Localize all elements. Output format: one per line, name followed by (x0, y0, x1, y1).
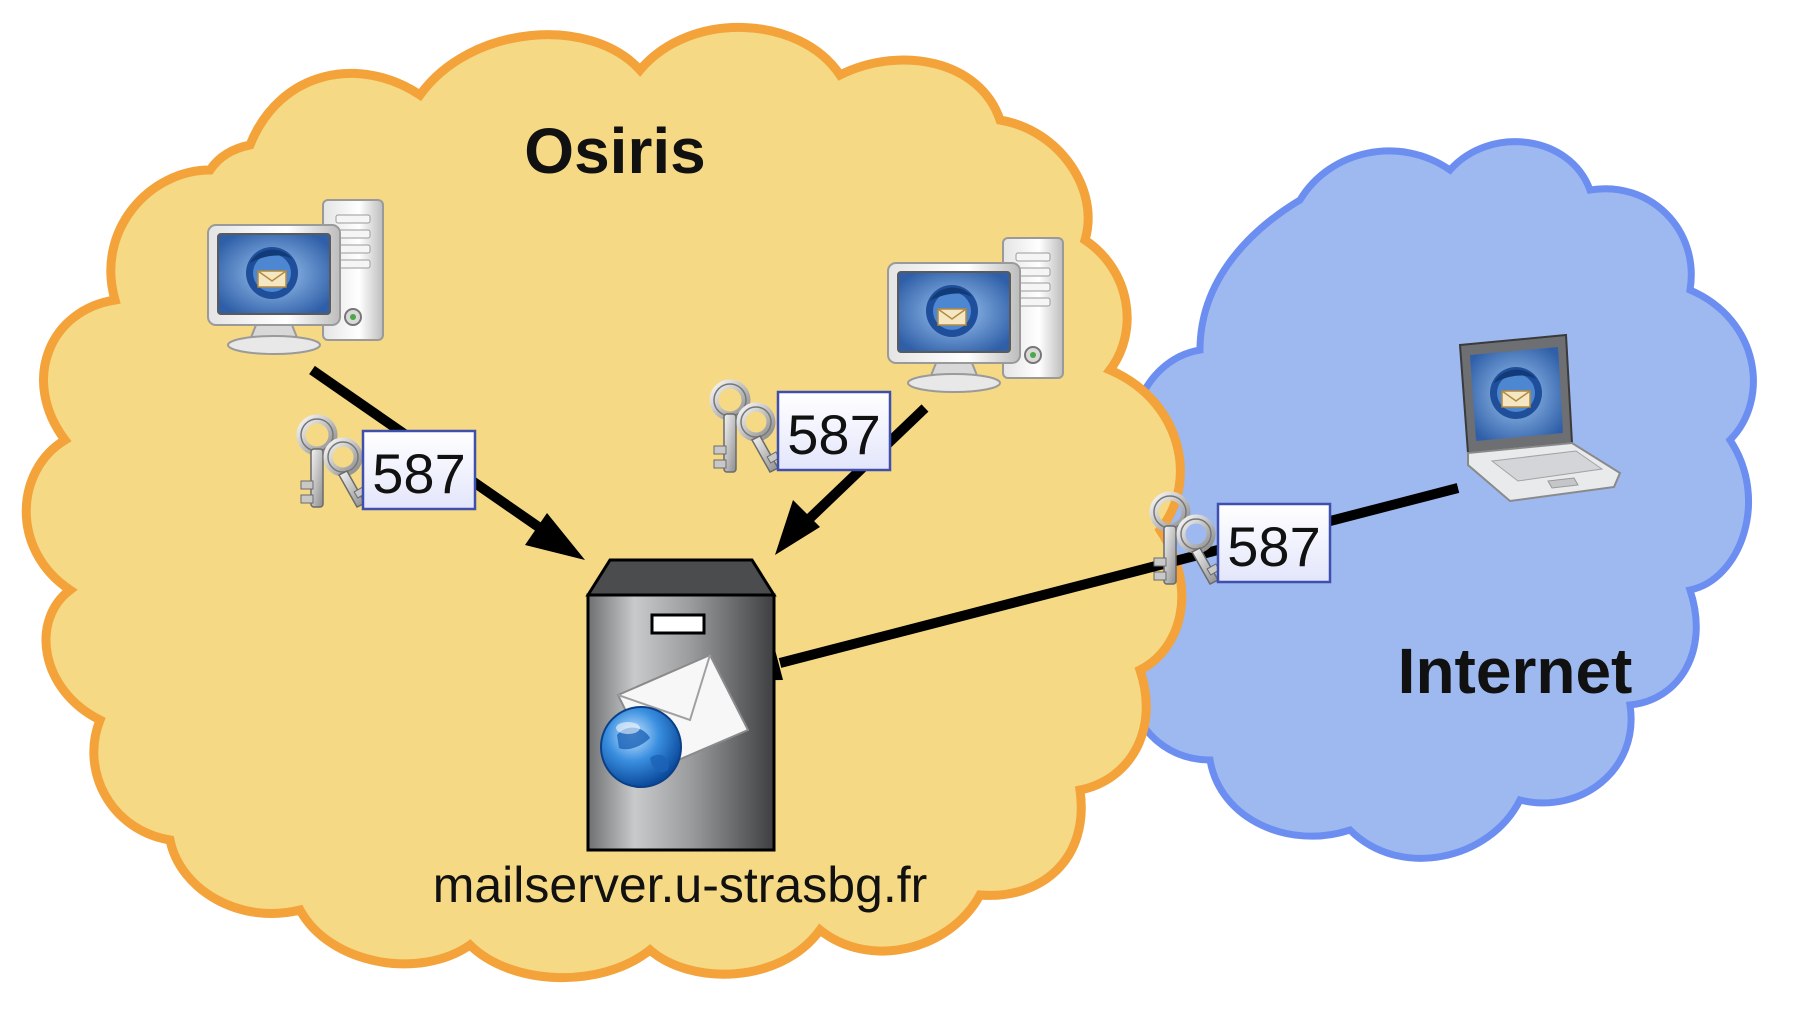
osiris-label: Osiris (524, 115, 705, 187)
server-hostname-label: mailserver.u-strasbg.fr (433, 857, 928, 913)
mail-server[interactable]: mailserver.u-strasbg.fr (433, 558, 928, 913)
mail-server-icon (585, 558, 777, 852)
port-number: 587 (787, 403, 880, 466)
globe-icon (600, 706, 682, 788)
port-number: 587 (372, 442, 465, 505)
port-badge-internet: 587 (1154, 496, 1332, 584)
port-badge-left: 587 (301, 419, 477, 509)
port-number: 587 (1227, 515, 1320, 578)
port-badge-right: 587 (714, 384, 892, 472)
internet-label: Internet (1398, 635, 1633, 707)
